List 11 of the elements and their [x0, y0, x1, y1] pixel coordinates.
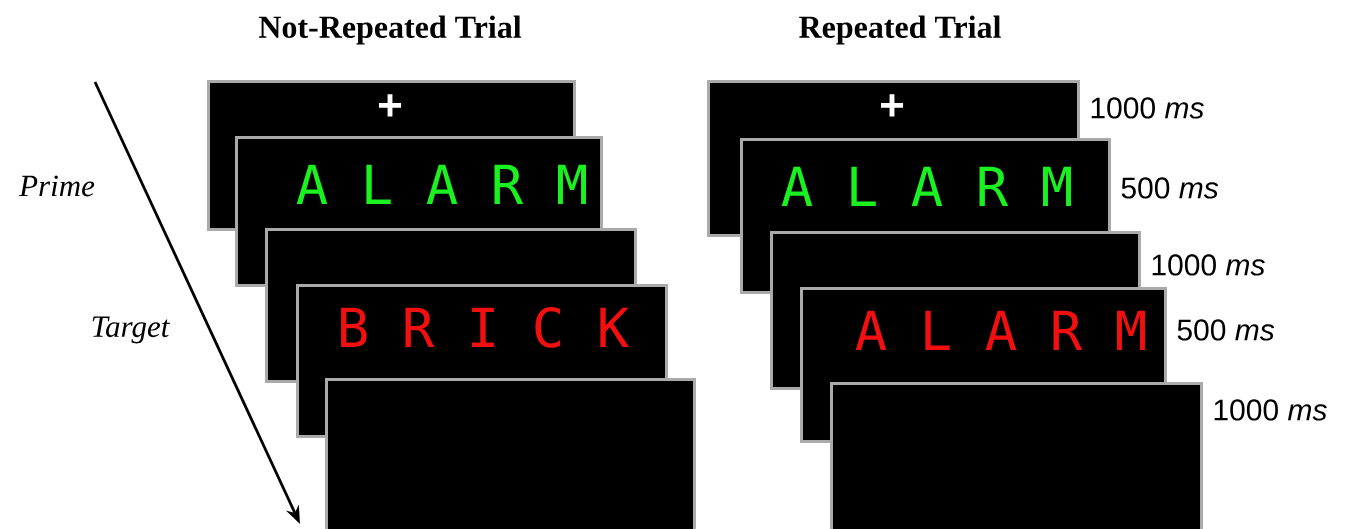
duration-label: 1000 ms	[1214, 399, 1327, 421]
duration-label: 1000 ms	[1091, 97, 1204, 119]
duration-label: 500 ms	[1121, 177, 1219, 199]
panel-title: Repeated Trial	[799, 15, 1001, 45]
duration-label: 500 ms	[1177, 319, 1275, 341]
blank-screen	[325, 378, 696, 529]
panel-title: Not-Repeated Trial	[258, 15, 522, 45]
duration-label: 1000 ms	[1152, 254, 1265, 276]
phase-label: Prime	[19, 175, 95, 197]
phase-label: Target	[92, 316, 170, 344]
blank-screen	[830, 382, 1203, 529]
